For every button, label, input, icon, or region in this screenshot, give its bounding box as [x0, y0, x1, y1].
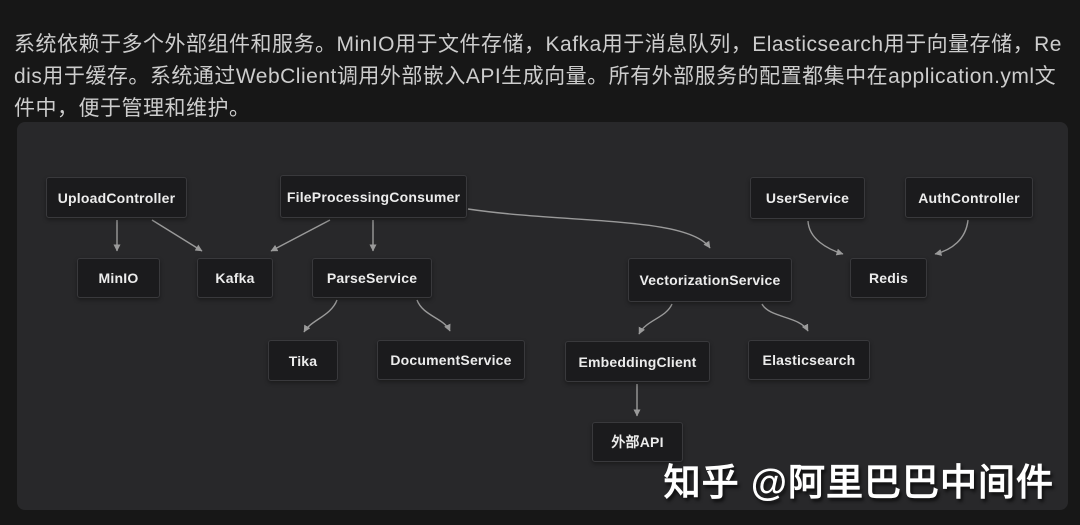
- node-doc: DocumentService: [377, 340, 525, 380]
- node-redis: Redis: [850, 258, 927, 298]
- node-tika: Tika: [268, 340, 338, 381]
- node-minio: MinIO: [77, 258, 160, 298]
- node-es: Elasticsearch: [748, 340, 870, 380]
- node-parse: ParseService: [312, 258, 432, 298]
- diagram-panel: [17, 122, 1068, 510]
- node-embed: EmbeddingClient: [565, 341, 710, 382]
- intro-paragraph: 系统依赖于多个外部组件和服务。MinIO用于文件存储，Kafka用于消息队列，E…: [14, 33, 1062, 120]
- node-kafka: Kafka: [197, 258, 273, 298]
- node-upload: UploadController: [46, 177, 187, 218]
- node-fpc: FileProcessingConsumer: [280, 175, 467, 218]
- node-auth: AuthController: [905, 177, 1033, 218]
- node-api: 外部API: [592, 422, 683, 462]
- node-user: UserService: [750, 177, 865, 219]
- node-vec: VectorizationService: [628, 258, 792, 302]
- watermark: 知乎 @阿里巴巴中间件: [663, 462, 1054, 503]
